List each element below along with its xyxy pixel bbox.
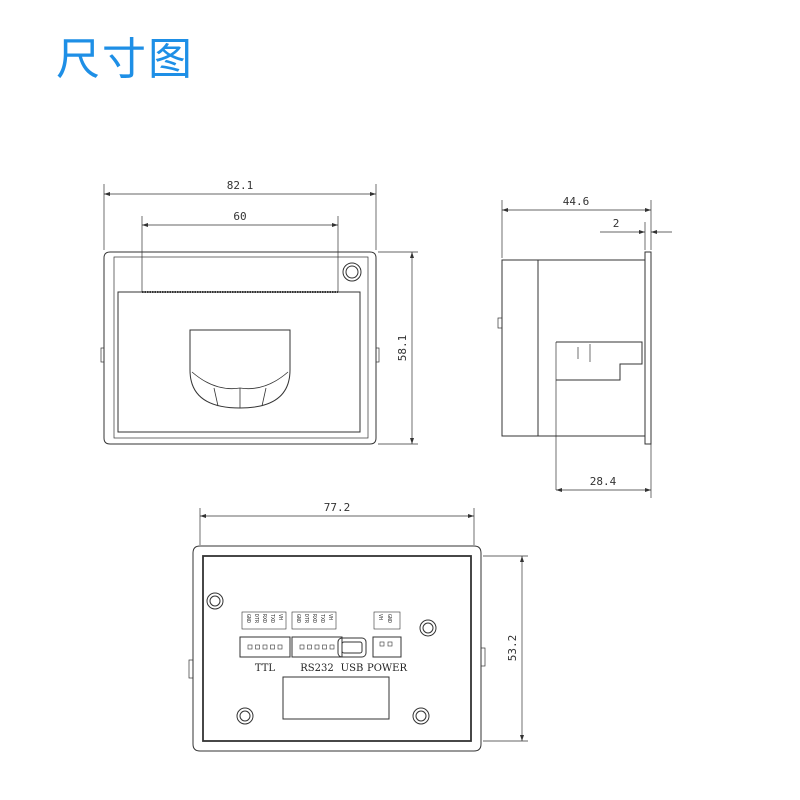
connector-pin xyxy=(379,641,385,647)
back-view xyxy=(188,545,486,752)
usb-port xyxy=(337,637,367,658)
side-connector xyxy=(556,341,643,381)
back-dimension-lines xyxy=(199,508,528,742)
pin-label: TXD xyxy=(269,614,275,623)
port-label-power: POWER xyxy=(367,663,408,674)
rs232-connector xyxy=(291,636,343,658)
pin-label: RXD xyxy=(261,614,267,623)
feed-button-inner xyxy=(345,265,359,279)
connector-pin xyxy=(314,644,320,650)
port-label-rs232: RS232 xyxy=(300,663,333,674)
paper-slot-panel xyxy=(117,291,361,433)
front-bezel xyxy=(103,251,377,445)
label-window xyxy=(282,676,390,720)
pin-label: TXD xyxy=(319,614,325,623)
back-height-label: 53.2 xyxy=(506,635,519,662)
front-opening-label: 60 xyxy=(233,210,246,223)
pin-label: RXD xyxy=(311,614,317,623)
page-title: 尺寸图 xyxy=(56,34,194,85)
side-body xyxy=(501,259,646,437)
pin-label: GND xyxy=(295,614,301,623)
port-label-usb: USB xyxy=(341,663,364,674)
connector-pin xyxy=(322,644,327,650)
pin-label: GND xyxy=(386,614,392,623)
pin-label: DTR xyxy=(253,614,259,624)
side-body-depth-label: 28.4 xyxy=(590,475,617,488)
power-connector xyxy=(372,636,402,658)
ttl-connector xyxy=(239,636,291,658)
side-flange xyxy=(644,251,652,445)
connector-pin xyxy=(387,641,393,647)
connector-pin xyxy=(299,644,305,650)
connector-pin xyxy=(255,644,260,650)
side-view xyxy=(497,251,652,490)
dimension-arrows xyxy=(104,192,657,741)
feed-button xyxy=(342,262,362,282)
back-outer xyxy=(192,545,482,752)
connector-pin xyxy=(329,644,335,650)
pin-label: VH xyxy=(277,614,283,620)
back-width-label: 77.2 xyxy=(324,501,351,514)
connector-pin xyxy=(307,644,312,650)
back-panel xyxy=(202,555,472,742)
connector-pin xyxy=(277,644,283,650)
side-flange-label: 2 xyxy=(613,217,620,230)
front-width-label: 82.1 xyxy=(227,179,254,192)
connector-pin xyxy=(262,644,268,650)
connector-pin xyxy=(270,644,275,650)
connector-pin xyxy=(247,644,253,650)
side-depth-label: 44.6 xyxy=(563,195,590,208)
front-height-label: 58.1 xyxy=(396,335,409,362)
pin-label: DTR xyxy=(303,614,309,624)
pin-label: VH xyxy=(377,614,383,620)
pin-label: GND xyxy=(245,614,251,623)
pin-label: VH xyxy=(327,614,333,620)
front-dimension-lines xyxy=(103,184,418,445)
port-label-ttl: TTL xyxy=(255,663,276,674)
front-view xyxy=(100,251,380,445)
front-inner-frame xyxy=(113,256,369,439)
side-dimension-lines xyxy=(501,200,672,498)
